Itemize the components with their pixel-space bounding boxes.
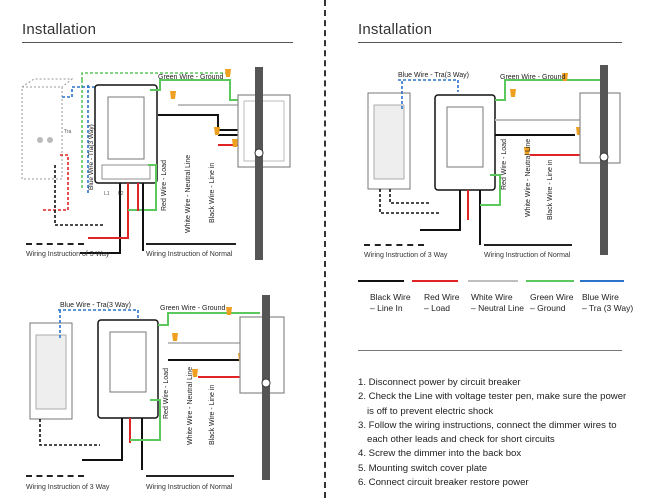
- wire-color-legend: Black Wire – Line In Red Wire – Load Whi…: [358, 280, 633, 330]
- step-item: 6. Connect circuit breaker restore power: [358, 477, 529, 489]
- step-item: 4. Screw the dimmer into the back box: [358, 448, 522, 460]
- legend-item: White Wire – Neutral Line: [468, 280, 524, 314]
- step-item: 1. Disconnect power by circuit breaker: [358, 377, 521, 388]
- legend-swatch-green: [526, 280, 574, 282]
- caption-3way-2: Wiring Instruction of 3 Way: [364, 252, 448, 259]
- svg-text:Black Wire - Line in: Black Wire - Line in: [209, 385, 216, 445]
- svg-text:White Wire - Neutral Line: White Wire - Neutral Line: [187, 367, 194, 445]
- diagram-top-right: Green Wire - Ground Blue Wire - Tra(3 Wa…: [367, 65, 621, 255]
- legend-item: Black Wire – Line In: [358, 280, 411, 314]
- svg-text:Blue Wire - Tra(3 Way): Blue Wire - Tra(3 Way): [398, 72, 469, 79]
- left-title-rule: [22, 42, 293, 43]
- blue-tra-dashed: [398, 79, 459, 92]
- diagram-bottom-left: Green Wire - Ground Blue Wire - Tra(3 Wa…: [29, 295, 285, 480]
- legend-item: Blue Wire – Tra (3 Way): [580, 280, 633, 314]
- label-green-ground: Green Wire - Ground: [158, 74, 223, 81]
- svg-text:Green Wire - Ground: Green Wire - Ground: [500, 74, 565, 81]
- black-line-wire: [80, 183, 121, 254]
- caption-line-normal-3: [146, 475, 234, 477]
- three-way-black-dashed: [54, 165, 105, 226]
- wire-nuts: [170, 69, 238, 147]
- label-black-line: Black Wire - Line in: [209, 163, 216, 223]
- remote-switch-terminals: [37, 137, 53, 143]
- conduit-pole: [255, 67, 263, 260]
- caption-line-3way-2: [364, 244, 424, 246]
- svg-text:Green Wire - Ground: Green Wire - Ground: [160, 305, 225, 312]
- step-item: 2. Check the Line with voltage tester pe…: [358, 391, 627, 403]
- step-item: each other leads and check for short cir…: [367, 434, 555, 446]
- step-item: is off to prevent electric shock: [367, 405, 494, 417]
- legend-swatch-white: [468, 280, 518, 282]
- green-ground-wire: [495, 79, 600, 101]
- three-way-green-dashed: [81, 72, 226, 80]
- installation-steps: 1. Disconnect power by circuit breaker 2…: [358, 376, 626, 490]
- caption-line-3way: [26, 243, 84, 245]
- legend-item: Green Wire – Ground: [526, 280, 578, 314]
- left-installation-title: Installation: [22, 21, 97, 38]
- caption-line-3way-3: [26, 475, 84, 477]
- svg-text:White Wire - Neutral Line: White Wire - Neutral Line: [525, 139, 532, 217]
- svg-text:Red Wire - Load: Red Wire - Load: [163, 368, 170, 419]
- label-white-neutral: White Wire - Neutral Line: [185, 155, 192, 233]
- caption-line-normal-2: [484, 244, 572, 246]
- dimmer-face: [107, 96, 145, 160]
- legend-swatch-blue: [580, 280, 624, 282]
- caption-3way-3: Wiring Instruction of 3 Way: [26, 484, 110, 491]
- remote-switch-sketch: [21, 78, 74, 180]
- legend-item: Red Wire – Load: [412, 280, 462, 314]
- label-l2: L2: [118, 191, 124, 197]
- legend-swatch-red: [412, 280, 458, 282]
- center-divider: [324, 0, 326, 498]
- caption-3way: Wiring Instruction of 3 Way: [26, 251, 110, 258]
- green-ground-wire: [150, 79, 240, 101]
- svg-text:Red Wire - Load: Red Wire - Load: [501, 139, 508, 190]
- legend-swatch-black: [358, 280, 404, 282]
- label-red-load: Red Wire - Load: [161, 160, 168, 211]
- svg-text:Blue Wire - Tra(3 Way): Blue Wire - Tra(3 Way): [60, 302, 131, 309]
- step-item: 3. Follow the wiring instructions, conne…: [358, 419, 617, 431]
- right-title-rule: [358, 42, 622, 43]
- caption-line-normal: [146, 243, 236, 245]
- svg-text:Black Wire - Line in: Black Wire - Line in: [547, 160, 554, 220]
- right-installation-title: Installation: [358, 21, 433, 38]
- label-tra: Tra: [64, 129, 72, 135]
- label-blue-tra: Blue Wire - Tra(3 Way): [88, 124, 95, 190]
- caption-normal-2: Wiring Instruction of Normal: [484, 252, 571, 259]
- legend-divider: [358, 350, 622, 351]
- diagram-top-left: Green Wire - Ground Red Wire - Load Whit…: [21, 67, 291, 260]
- caption-normal-3: Wiring Instruction of Normal: [146, 484, 233, 491]
- step-item: 5. Mounting switch cover plate: [358, 462, 488, 474]
- caption-normal: Wiring Instruction of Normal: [146, 251, 233, 258]
- label-l1: L1: [104, 191, 110, 197]
